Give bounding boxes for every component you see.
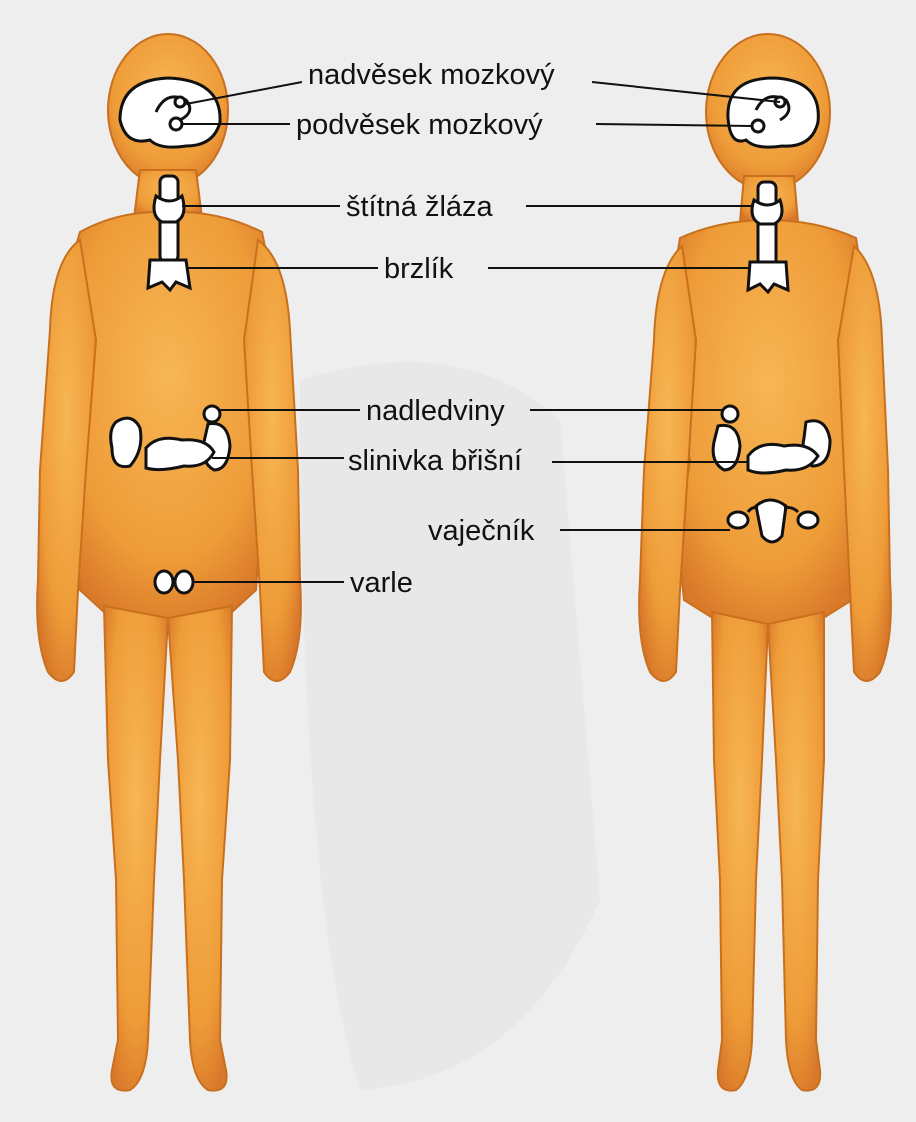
female-ovary-right [798, 512, 818, 528]
male-left-kidney [111, 418, 141, 466]
label-testis: varle [350, 567, 413, 599]
label-thymus: brzlík [384, 253, 454, 285]
female-left-adrenal-gland [722, 406, 738, 422]
male-left-arm [37, 240, 96, 681]
female-left-leg [712, 612, 768, 1091]
label-adrenals: nadledviny [366, 395, 505, 427]
female-brain-icon [728, 78, 818, 147]
female-thyroid-gland [752, 200, 782, 224]
label-pancreas: slinivka břišní [348, 445, 522, 477]
male-right-leg [168, 606, 232, 1091]
male-left-leg [104, 606, 168, 1091]
female-right-arm [838, 246, 891, 681]
female-right-leg [768, 612, 824, 1091]
label-pineal: nadvěsek mozkový [308, 59, 555, 91]
female-ovary-left [728, 512, 748, 528]
male-testis-right [175, 571, 193, 593]
male-thyroid-gland [154, 196, 184, 222]
female-pituitary-gland [752, 120, 764, 132]
male-pituitary-gland [170, 118, 182, 130]
male-thymus-gland [148, 260, 190, 290]
female-left-kidney [713, 425, 740, 470]
female-uterus [756, 500, 786, 542]
label-pituitary: podvěsek mozkový [296, 109, 543, 141]
label-thyroid: štítná žláza [346, 191, 494, 223]
male-testis-left [155, 571, 173, 593]
male-brain-icon [120, 78, 220, 147]
label-ovary: vaječník [428, 515, 535, 547]
male-pineal-gland [175, 97, 185, 107]
female-thymus-gland [748, 262, 788, 292]
female-left-arm [639, 246, 696, 681]
male-right-adrenal-gland [204, 406, 220, 422]
male-right-arm [244, 240, 301, 681]
